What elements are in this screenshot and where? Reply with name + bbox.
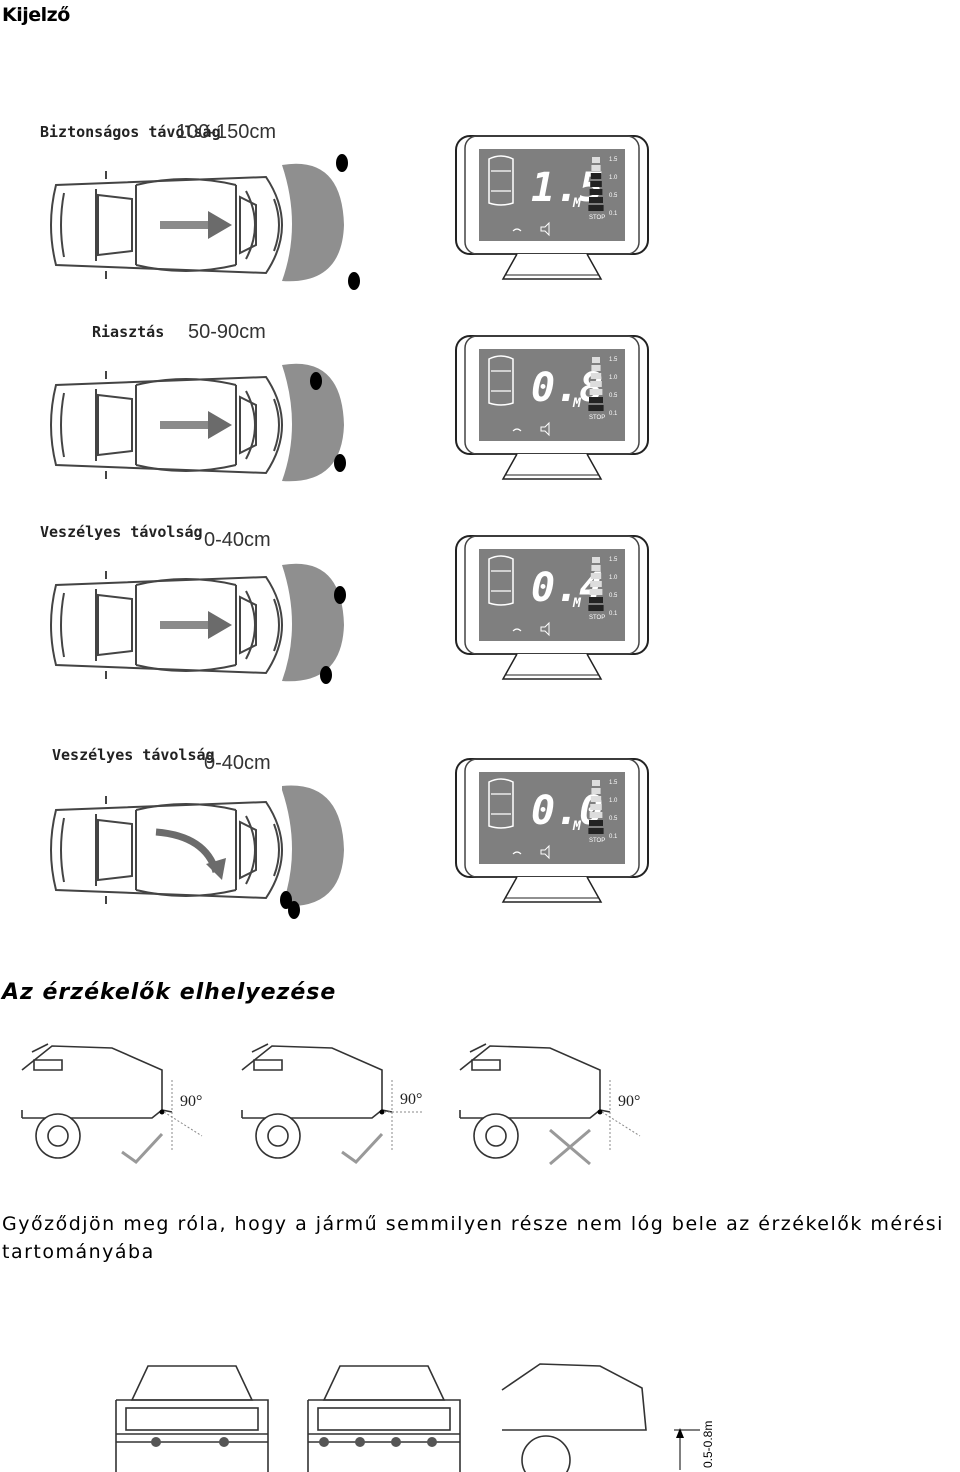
distance-unit: M xyxy=(572,196,582,211)
bar-tick-label: 0.1 xyxy=(609,611,618,617)
distance-readout: 0.4 xyxy=(531,565,603,611)
bar-tick-label: 0.1 xyxy=(609,211,618,217)
distance-unit: M xyxy=(572,396,582,411)
height-label: 0.5-0.8m xyxy=(701,1421,715,1468)
section-title-placement: Az érzékelők elhelyezése xyxy=(2,980,337,1005)
distance-readout: 1.5 xyxy=(531,165,603,211)
stop-label: STOP xyxy=(589,615,605,621)
sensor-angle-figure: 90° xyxy=(21,1043,202,1164)
bar-tick-label: 0.5 xyxy=(609,593,618,599)
car-side-height-figure: 0.5-0.8m xyxy=(501,1363,715,1472)
page-title-display: Kijelző xyxy=(2,4,70,26)
bar-tick-label: 0.5 xyxy=(609,816,618,822)
bar-tick-label: 0.5 xyxy=(609,393,618,399)
bar-tick-label: 1.5 xyxy=(609,780,618,786)
scene-range: 100-150cm xyxy=(176,121,277,143)
check-mark-icon xyxy=(341,1132,384,1164)
parking-display-unit: 0.0M STOP 1.5 1.0 0.5 0.1 xyxy=(455,758,649,903)
parking-display-unit: 0.4M STOP 1.5 1.0 0.5 0.1 xyxy=(455,535,649,680)
scene-range: 0-40cm xyxy=(204,529,271,551)
check-mark-icon xyxy=(121,1132,164,1164)
scene-label: Riasztás xyxy=(92,323,165,341)
bar-tick-label: 1.5 xyxy=(609,357,618,363)
bar-tick-label: 1.0 xyxy=(609,175,618,181)
bar-tick-label: 0.5 xyxy=(609,193,618,199)
scene-range: 50-90cm xyxy=(188,321,266,343)
stop-label: STOP xyxy=(589,215,605,221)
sensor-angle-figure: 90° xyxy=(241,1043,422,1164)
car-rear-view xyxy=(307,1365,461,1472)
car-topview-illustration xyxy=(50,563,346,684)
distance-unit: M xyxy=(572,819,582,834)
sensor-angle-figure: 90° xyxy=(459,1043,640,1166)
bar-tick-label: 0.1 xyxy=(609,834,618,840)
car-topview-illustration xyxy=(50,154,360,290)
angle-label: 90° xyxy=(618,1093,640,1110)
bar-tick-label: 1.5 xyxy=(609,157,618,163)
distance-readout: 0.8 xyxy=(531,365,603,411)
bar-tick-label: 1.0 xyxy=(609,375,618,381)
scene-label: Veszélyes távolság xyxy=(40,523,203,541)
bar-tick-label: 1.0 xyxy=(609,798,618,804)
stop-label: STOP xyxy=(589,415,605,421)
car-topview-illustration xyxy=(50,785,344,919)
angle-label: 90° xyxy=(400,1091,422,1108)
bar-tick-label: 0.1 xyxy=(609,411,618,417)
scene-label: Biztonságos távolság xyxy=(40,123,221,141)
car-topview-illustration xyxy=(50,363,346,482)
angle-label: 90° xyxy=(180,1093,202,1110)
distance-unit: M xyxy=(572,596,582,611)
stop-label: STOP xyxy=(589,838,605,844)
parking-display-unit: 0.8M STOP 1.5 1.0 0.5 0.1 xyxy=(455,335,649,480)
bar-tick-label: 1.5 xyxy=(609,557,618,563)
scene-range: 0-40cm xyxy=(204,752,271,774)
instruction-text: Győződjön meg róla, hogy a jármű semmily… xyxy=(2,1213,944,1263)
car-rear-view xyxy=(115,1365,269,1472)
bar-tick-label: 1.0 xyxy=(609,575,618,581)
cross-mark-icon xyxy=(549,1128,591,1166)
distance-readout: 0.0 xyxy=(531,788,603,834)
scene-label: Veszélyes távolság xyxy=(52,746,215,764)
